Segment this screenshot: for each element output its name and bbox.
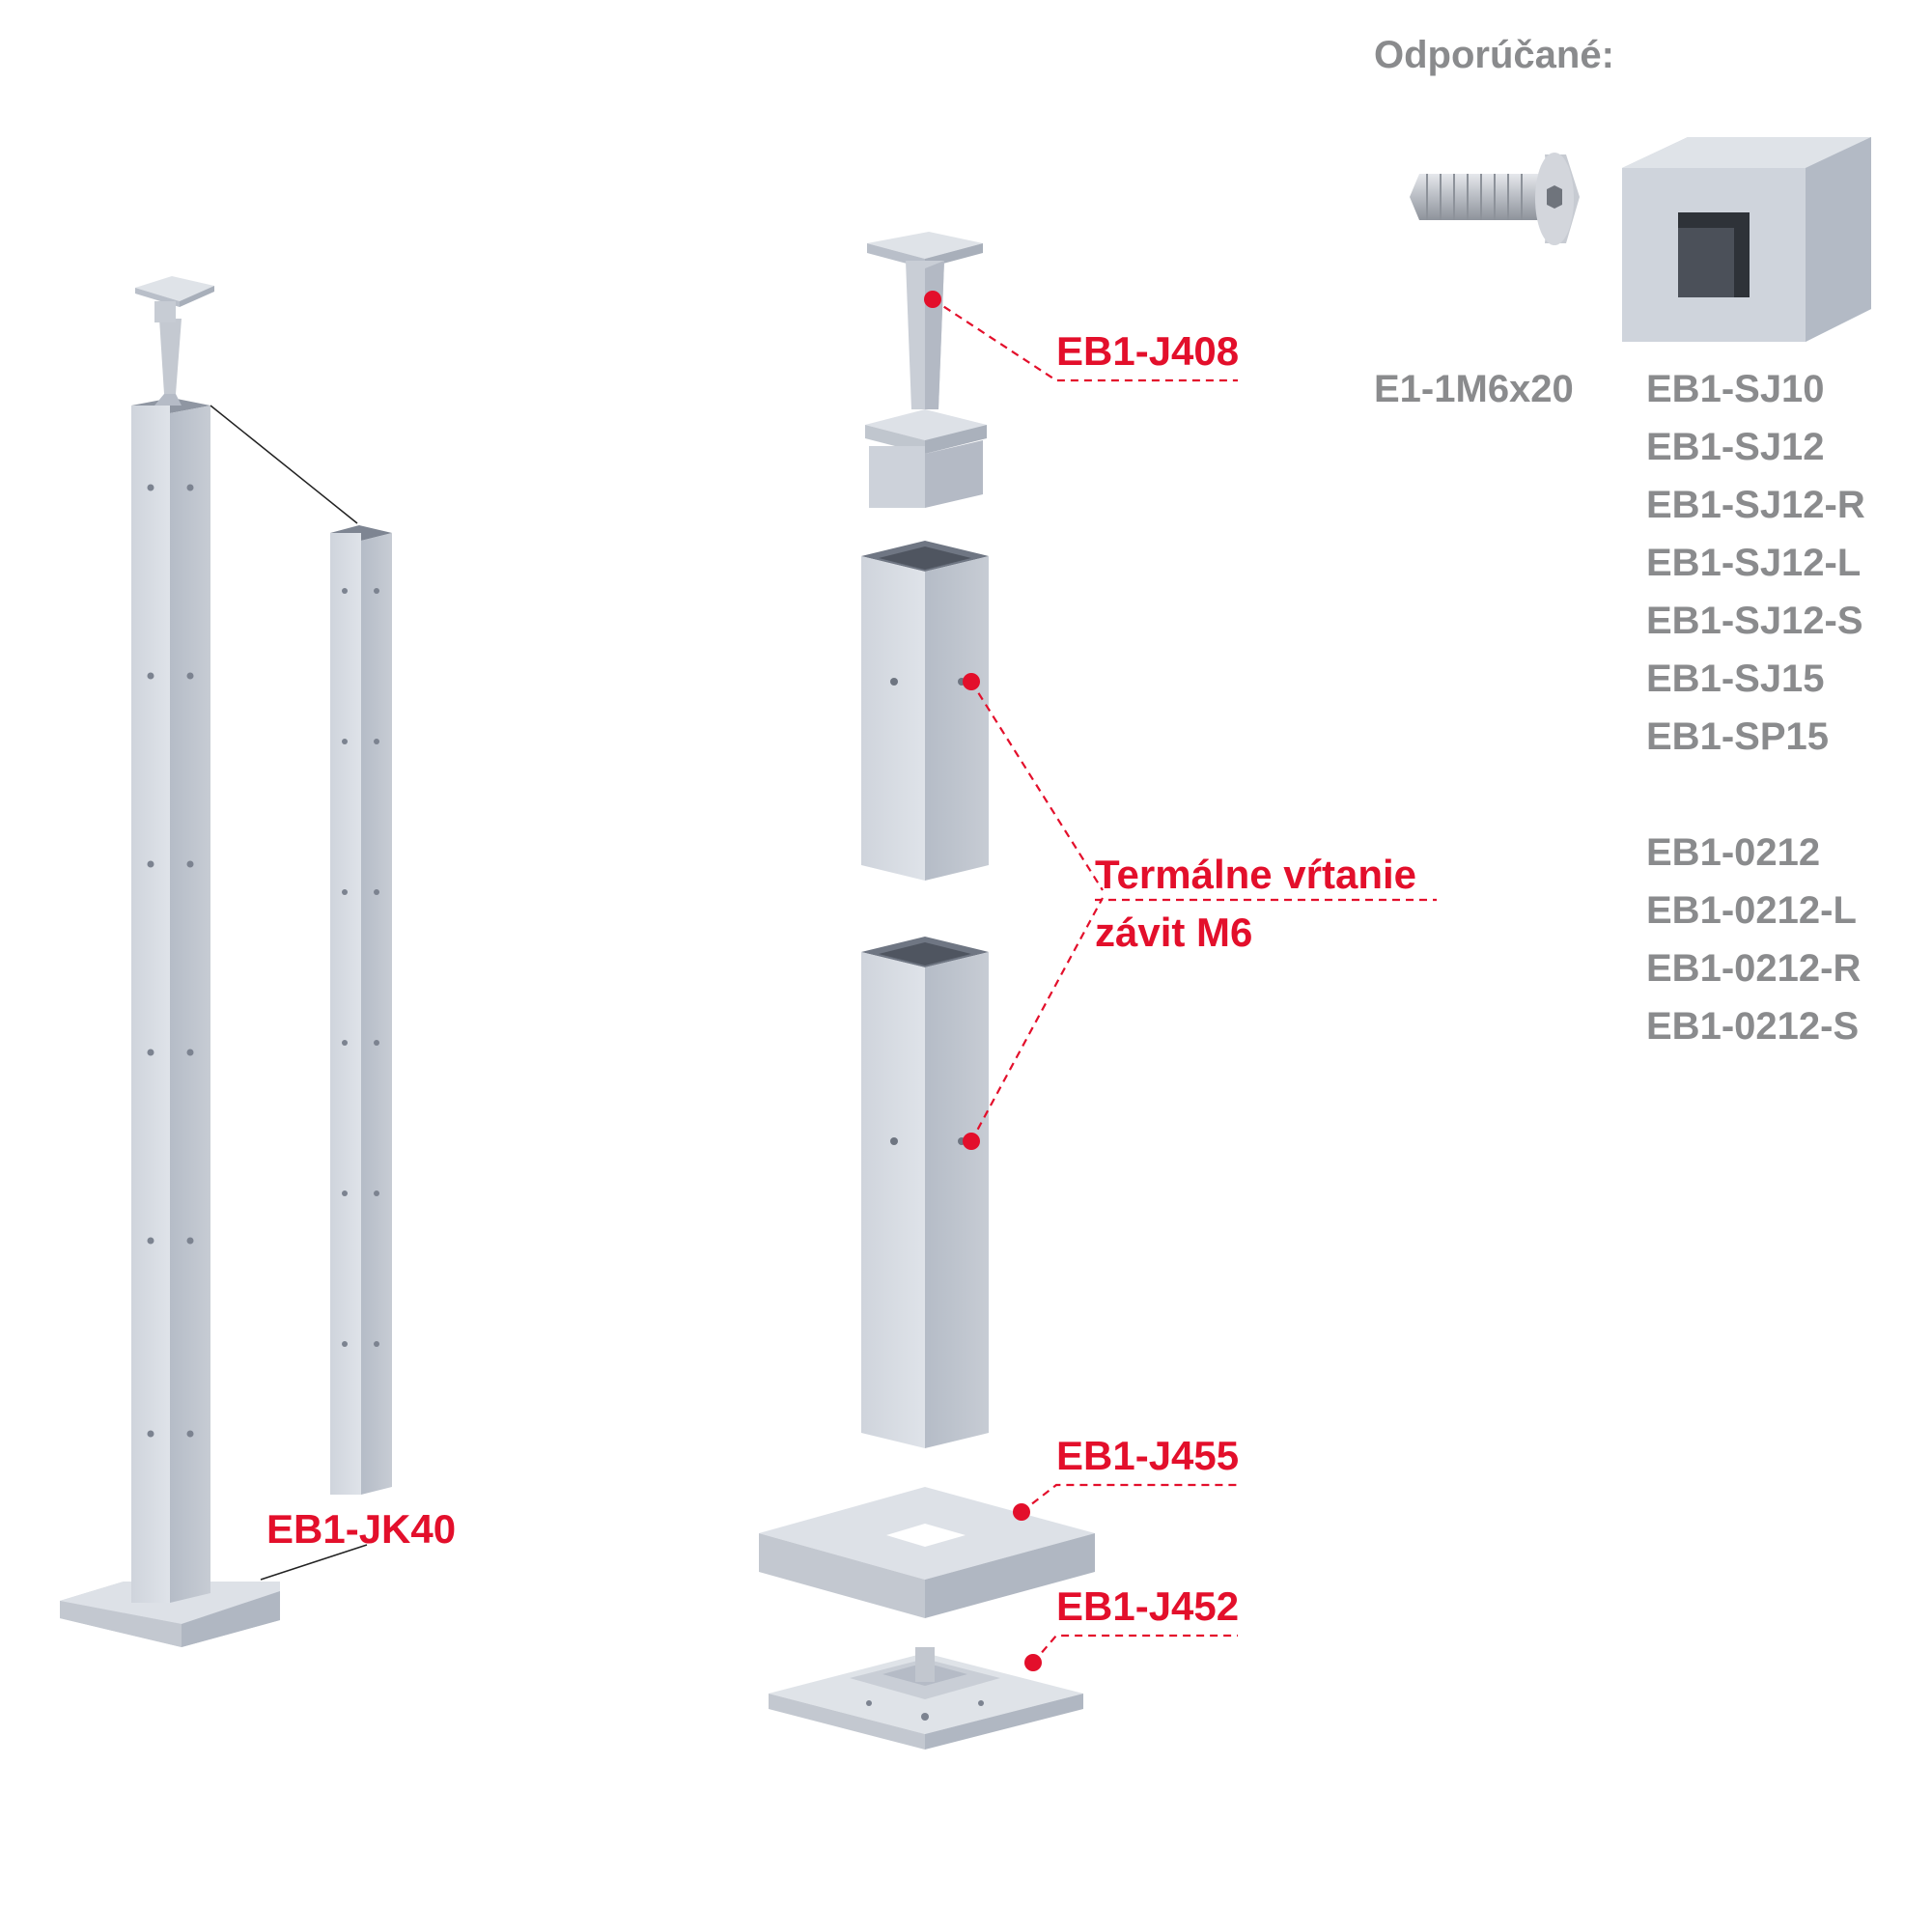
cover-plate — [759, 1487, 1095, 1618]
connector-code: EB1-SJ12 — [1646, 426, 1825, 468]
leader-dots — [924, 291, 1042, 1671]
end-cap-code: EB1-0212-S — [1646, 1005, 1859, 1048]
assembled-post — [60, 276, 368, 1647]
label-handrail-holder: EB1-J408 — [1056, 328, 1239, 374]
connector-code: EB1-SJ10 — [1646, 368, 1825, 410]
connector-code: EB1-SJ12-R — [1646, 484, 1865, 526]
connector-code-list: EB1-SJ10 EB1-SJ12 EB1-SJ12-R EB1-SJ12-L … — [1646, 368, 1865, 758]
screw-image — [1410, 153, 1580, 245]
base-plate — [769, 1647, 1083, 1750]
label-drilling-line2: závit M6 — [1095, 910, 1252, 955]
drill-holes-left — [147, 484, 194, 1438]
end-cap-code: EB1-0212-L — [1646, 889, 1857, 932]
handrail-holder — [865, 232, 987, 508]
connector-block-image — [1622, 137, 1871, 342]
recommended-title: Odporúčané: — [1374, 34, 1614, 76]
connector-code: EB1-SJ12-S — [1646, 600, 1863, 642]
end-cap-code-list: EB1-0212 EB1-0212-L EB1-0212-R EB1-0212-… — [1646, 831, 1861, 1048]
upper-tube-segment — [861, 541, 989, 881]
label-post-assembled: EB1-JK40 — [266, 1506, 456, 1552]
label-cover-plate: EB1-J455 — [1056, 1433, 1239, 1478]
separate-tube — [330, 525, 392, 1495]
connector-code: EB1-SJ15 — [1646, 658, 1825, 700]
drill-holes-tube — [342, 588, 379, 1347]
leader-lines — [932, 298, 1437, 1664]
lower-tube-segment — [861, 937, 989, 1448]
connector-code: EB1-SP15 — [1646, 715, 1829, 758]
label-drilling-line1: Termálne vŕtanie — [1095, 852, 1416, 897]
end-cap-code: EB1-0212 — [1646, 831, 1820, 874]
connector-code: EB1-SJ12-L — [1646, 542, 1861, 584]
end-cap-code: EB1-0212-R — [1646, 947, 1861, 990]
label-base-plate: EB1-J452 — [1056, 1583, 1239, 1629]
exploded-view — [759, 232, 1095, 1750]
screw-code: E1-1M6x20 — [1374, 368, 1574, 410]
